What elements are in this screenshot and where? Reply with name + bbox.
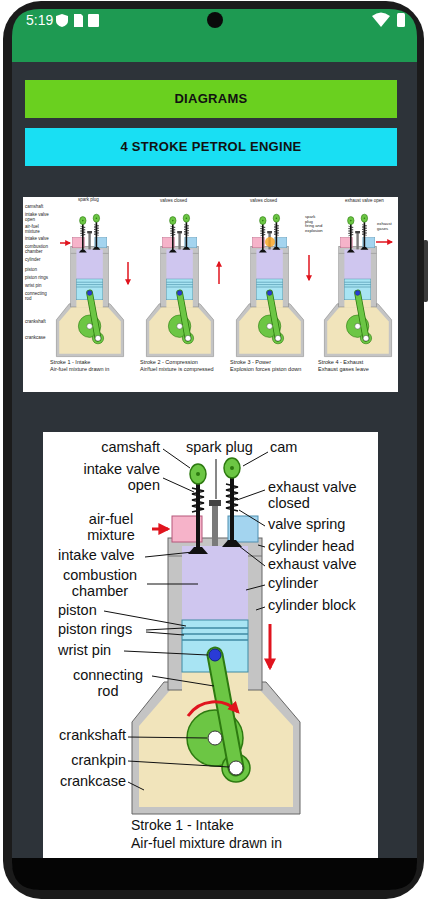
part-label: cam <box>270 440 310 456</box>
part-label: valves closed <box>250 199 294 204</box>
part-label: valves closed <box>160 199 204 204</box>
flow-arrow <box>152 528 168 531</box>
part-label: cylinder head <box>268 539 372 555</box>
stroke-caption: Explosion forces piston down <box>230 366 308 372</box>
part-label: cylinder <box>268 576 372 592</box>
screen <box>12 9 417 890</box>
part-label: air-fuel mixture <box>70 512 152 544</box>
part-label: air-fuel mixture <box>25 225 53 235</box>
part-label: wrist pin <box>58 643 138 659</box>
part-label: piston <box>25 268 53 273</box>
part-label: camshaft <box>72 440 160 456</box>
engine-stroke-2 <box>146 214 213 356</box>
part-label: spark plug <box>186 440 266 456</box>
stroke-caption: Stroke 1 - Intake <box>50 359 128 365</box>
rotation-arrow <box>188 702 238 716</box>
part-label: intake valve <box>25 237 53 242</box>
explosion-mark <box>265 237 275 247</box>
part-label: crankshaft <box>44 728 126 744</box>
button-label: 4 STROKE PETROL ENGINE <box>120 140 301 155</box>
part-label: combustion chamber <box>56 568 144 600</box>
stroke-caption: Stroke 3 - Power <box>230 359 308 365</box>
part-label: intake valve open <box>25 213 53 223</box>
part-label: spark plug <box>78 198 110 203</box>
part-label: combustion chamber <box>25 245 53 255</box>
engine-stroke-4 <box>324 214 391 356</box>
stroke-caption: Stroke 2 - Compression <box>140 359 218 365</box>
part-label: piston rings <box>25 276 53 281</box>
status-icons <box>56 13 405 28</box>
engine-stroke-1 <box>56 214 123 356</box>
part-label: crankcase <box>25 336 53 341</box>
nav-bar <box>12 858 417 890</box>
stroke-caption: Air-fuel mixture drawn in <box>50 366 128 372</box>
stroke-caption: Air/fuel mixture is compressed <box>140 366 218 372</box>
part-label: exhaust valve closed <box>268 480 368 512</box>
stroke-caption: Stroke 4 - Exhaust <box>318 359 396 365</box>
part-label: piston <box>58 603 138 619</box>
part-label: cylinder <box>25 258 53 263</box>
part-label: crankpin <box>44 753 126 769</box>
large-diagram-panel <box>43 432 378 858</box>
app-bar <box>12 9 417 62</box>
part-label: wrist pin <box>25 284 53 289</box>
leader-lines <box>104 449 268 790</box>
engine-illustration <box>132 458 300 814</box>
motion-arrow <box>269 624 272 668</box>
part-label: intake valve open <box>66 462 160 494</box>
stroke-caption: Exhaust gases leave <box>318 366 396 372</box>
part-label: spark plug firing and explosion <box>305 215 323 233</box>
part-label: camshaft <box>25 205 53 210</box>
part-label: connecting rod <box>66 668 150 700</box>
phone-bezel <box>3 1 424 899</box>
stroke-caption: Stroke 1 - Intake <box>131 818 371 833</box>
part-label: cylinder block <box>268 598 372 614</box>
part-label: piston rings <box>58 622 148 638</box>
part-label: intake valve <box>58 548 148 564</box>
stroke-caption: Air-fuel mixture drawn in <box>131 836 371 851</box>
menu-button: DIAGRAMS <box>25 80 397 118</box>
engine-stroke-3 <box>236 214 303 356</box>
part-label: exhaust gases <box>377 222 397 231</box>
status-time: 5:19 <box>26 13 66 28</box>
menu-button: 4 STROKE PETROL ENGINE <box>25 128 397 166</box>
part-label: crankcase <box>44 774 126 790</box>
small-diagram-panel <box>23 197 398 392</box>
small-arrows <box>60 242 392 284</box>
part-label: exhaust valve open <box>345 199 395 204</box>
part-label: connecting rod <box>25 292 53 302</box>
part-label: exhaust valve <box>268 557 372 573</box>
part-label: valve spring <box>268 517 368 533</box>
button-label: DIAGRAMS <box>174 92 247 107</box>
camera-hole <box>207 12 223 28</box>
part-label: crankshaft <box>25 320 53 325</box>
